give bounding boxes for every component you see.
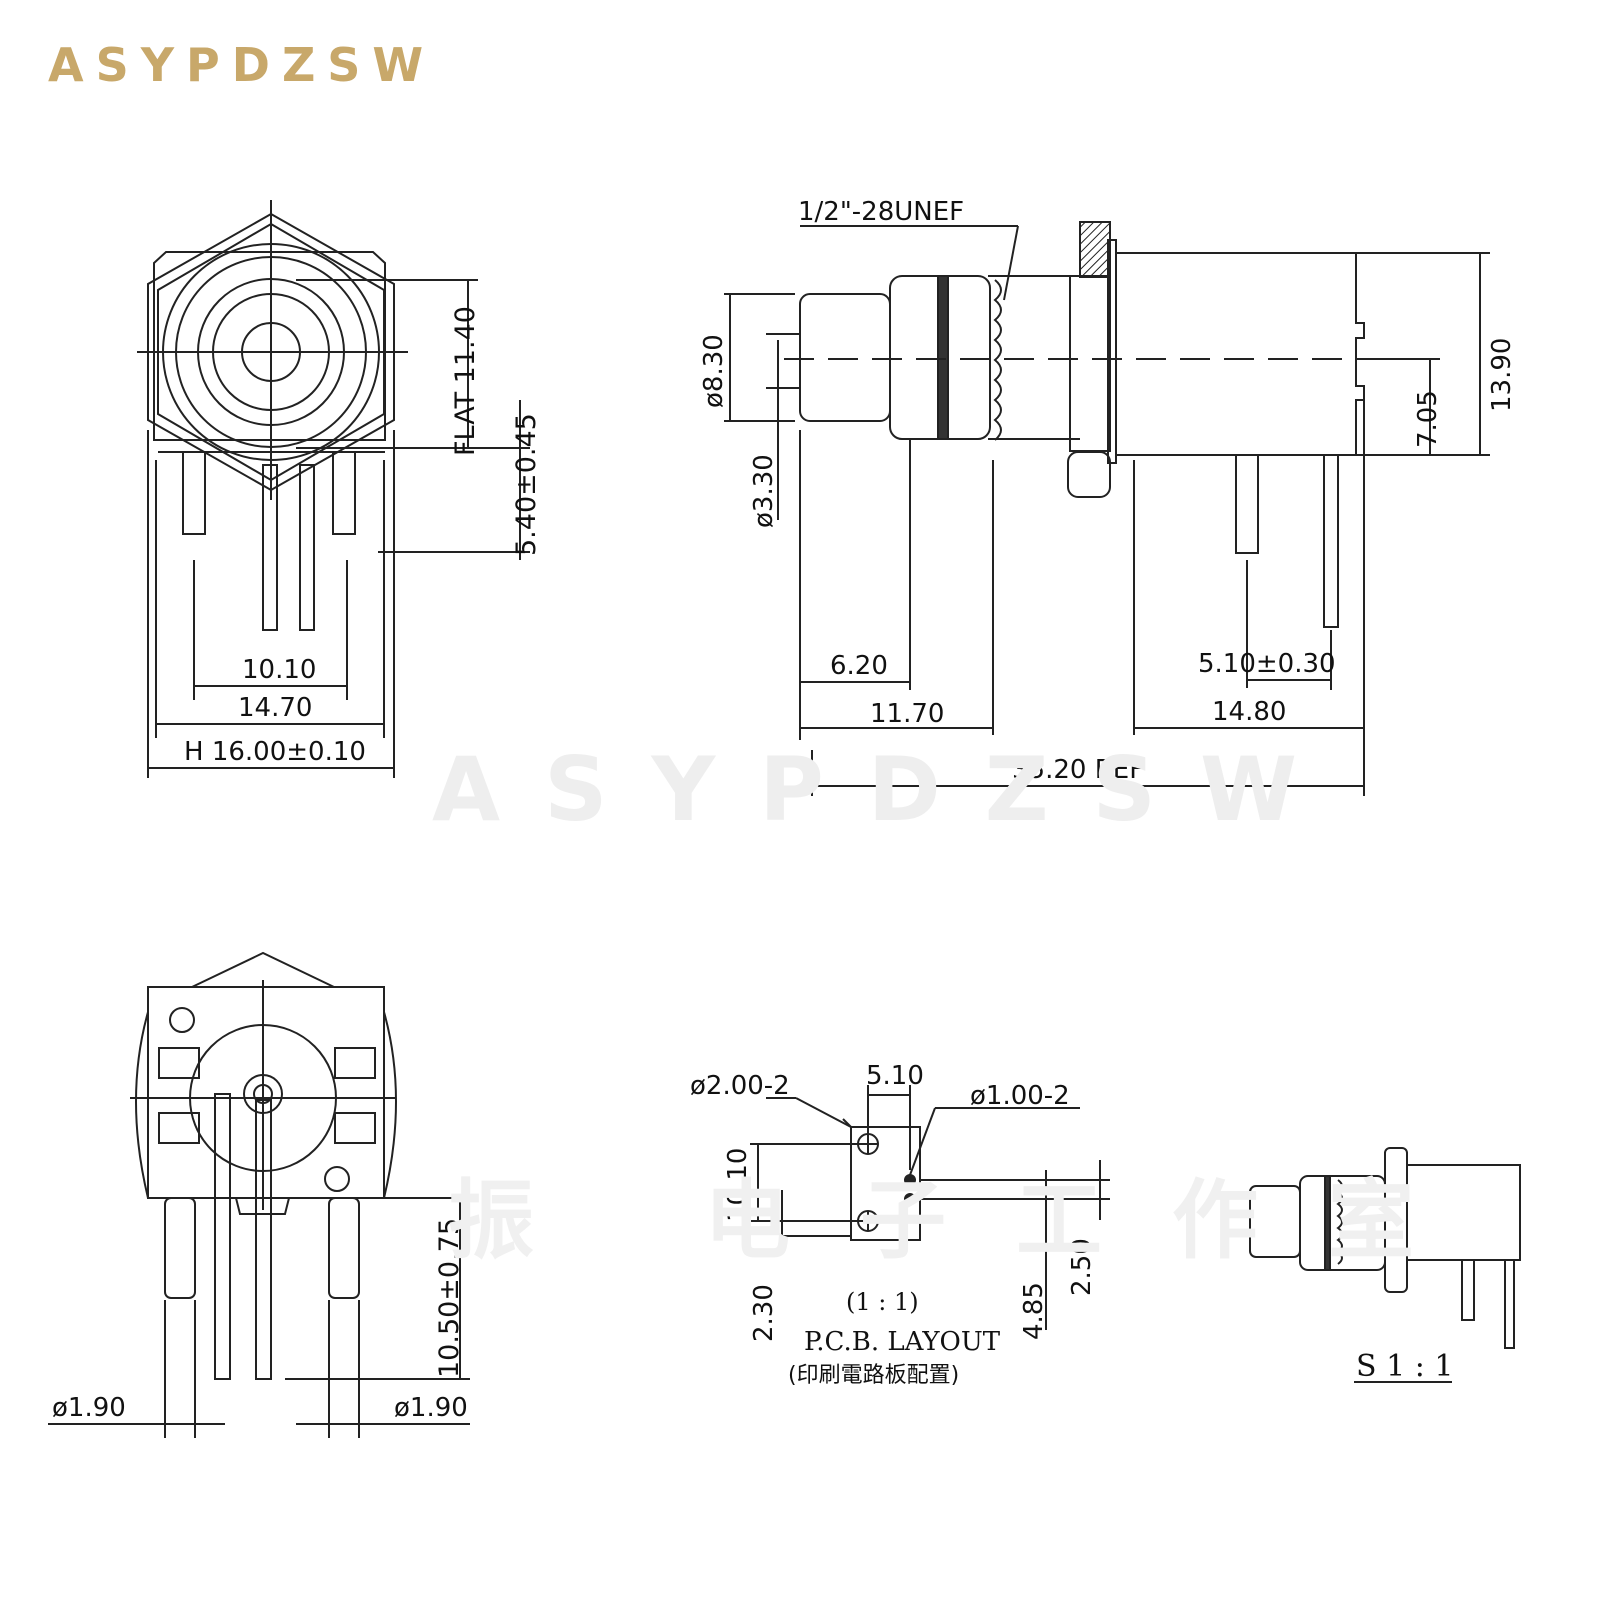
front-view xyxy=(137,200,530,778)
side-pin-offset: 5.10±0.30 xyxy=(1198,649,1336,679)
perspective-view xyxy=(1249,1147,1521,1383)
side-center-height: 7.05 xyxy=(1413,390,1443,448)
side-pin-long xyxy=(1235,454,1259,554)
pcb-big-hole: ø2.00-2 xyxy=(690,1071,790,1101)
persp-nut xyxy=(1384,1147,1408,1293)
pcb-layout xyxy=(750,1085,1110,1330)
rear-pin-b xyxy=(255,1099,272,1380)
front-flat-label: FLAT 11.40 xyxy=(450,306,481,456)
front-pin-height: 5.40±0.45 xyxy=(511,413,542,556)
pcb-title-cjk: (印刷電路板配置) xyxy=(788,1363,959,1388)
side-thread-label: 1/2"-28UNEF xyxy=(798,197,964,227)
bottom-pin-dia-left: ø1.90 xyxy=(52,1393,126,1423)
jack-body xyxy=(1116,252,1365,456)
front-dim-inner: 10.10 xyxy=(242,655,316,685)
pcb-footprint xyxy=(850,1126,921,1241)
rear-pin-right xyxy=(328,1197,360,1299)
side-tip-length: 6.20 xyxy=(830,651,888,681)
front-pin-right xyxy=(332,451,356,535)
perspective-scale: S 1 : 1 xyxy=(1356,1349,1453,1384)
rear-pin-left xyxy=(164,1197,196,1299)
rca-tip xyxy=(799,293,891,422)
watermark-latin: ASYPDZSW xyxy=(432,738,1342,841)
side-total-length: 35.20 REF xyxy=(1012,755,1144,785)
front-pin-center-b xyxy=(299,464,315,631)
side-pin-solder xyxy=(1323,454,1339,628)
front-dim-outer: H 16.00±0.10 xyxy=(184,737,366,767)
pcb-offset-a: 2.30 xyxy=(749,1284,779,1342)
bottom-pin-dia-right: ø1.90 xyxy=(394,1393,468,1423)
side-height: 13.90 xyxy=(1487,338,1517,412)
pcb-offset-c: 2.50 xyxy=(1067,1238,1097,1296)
side-body-length: 14.80 xyxy=(1212,697,1286,727)
bottom-pin-height: 10.50±0.75 xyxy=(434,1218,465,1378)
brand-logo: ASYPDZSW xyxy=(48,38,436,92)
labels: FLAT 11.40 5.40±0.45 10.10 14.70 H 16.00… xyxy=(52,197,1517,1423)
pcb-scale: (1 : 1) xyxy=(846,1288,919,1316)
side-view xyxy=(724,221,1490,796)
watermark-cjk: 振 电子工作室 xyxy=(448,1171,1484,1271)
pcb-title: P.C.B. LAYOUT xyxy=(804,1327,1001,1357)
side-dia-outer: ø8.30 xyxy=(699,334,729,408)
pcb-offset-b: 4.85 xyxy=(1019,1282,1049,1340)
bottom-view xyxy=(48,951,470,1438)
front-pin-center-a xyxy=(262,464,278,631)
pcb-spacing-top: 5.10 xyxy=(866,1061,924,1091)
lock-washer xyxy=(1079,221,1111,278)
hex-nut-side xyxy=(1067,451,1111,498)
front-pin-left xyxy=(182,451,206,535)
side-front-length: 11.70 xyxy=(870,699,944,729)
rear-body xyxy=(147,986,385,1199)
pcb-small-hole: ø1.00-2 xyxy=(970,1081,1070,1111)
pcb-spacing-vertical: 10.10 xyxy=(723,1148,753,1222)
front-dim-middle: 14.70 xyxy=(238,693,312,723)
rear-pin-a xyxy=(214,1093,231,1380)
side-dia-inner: ø3.30 xyxy=(749,454,779,528)
